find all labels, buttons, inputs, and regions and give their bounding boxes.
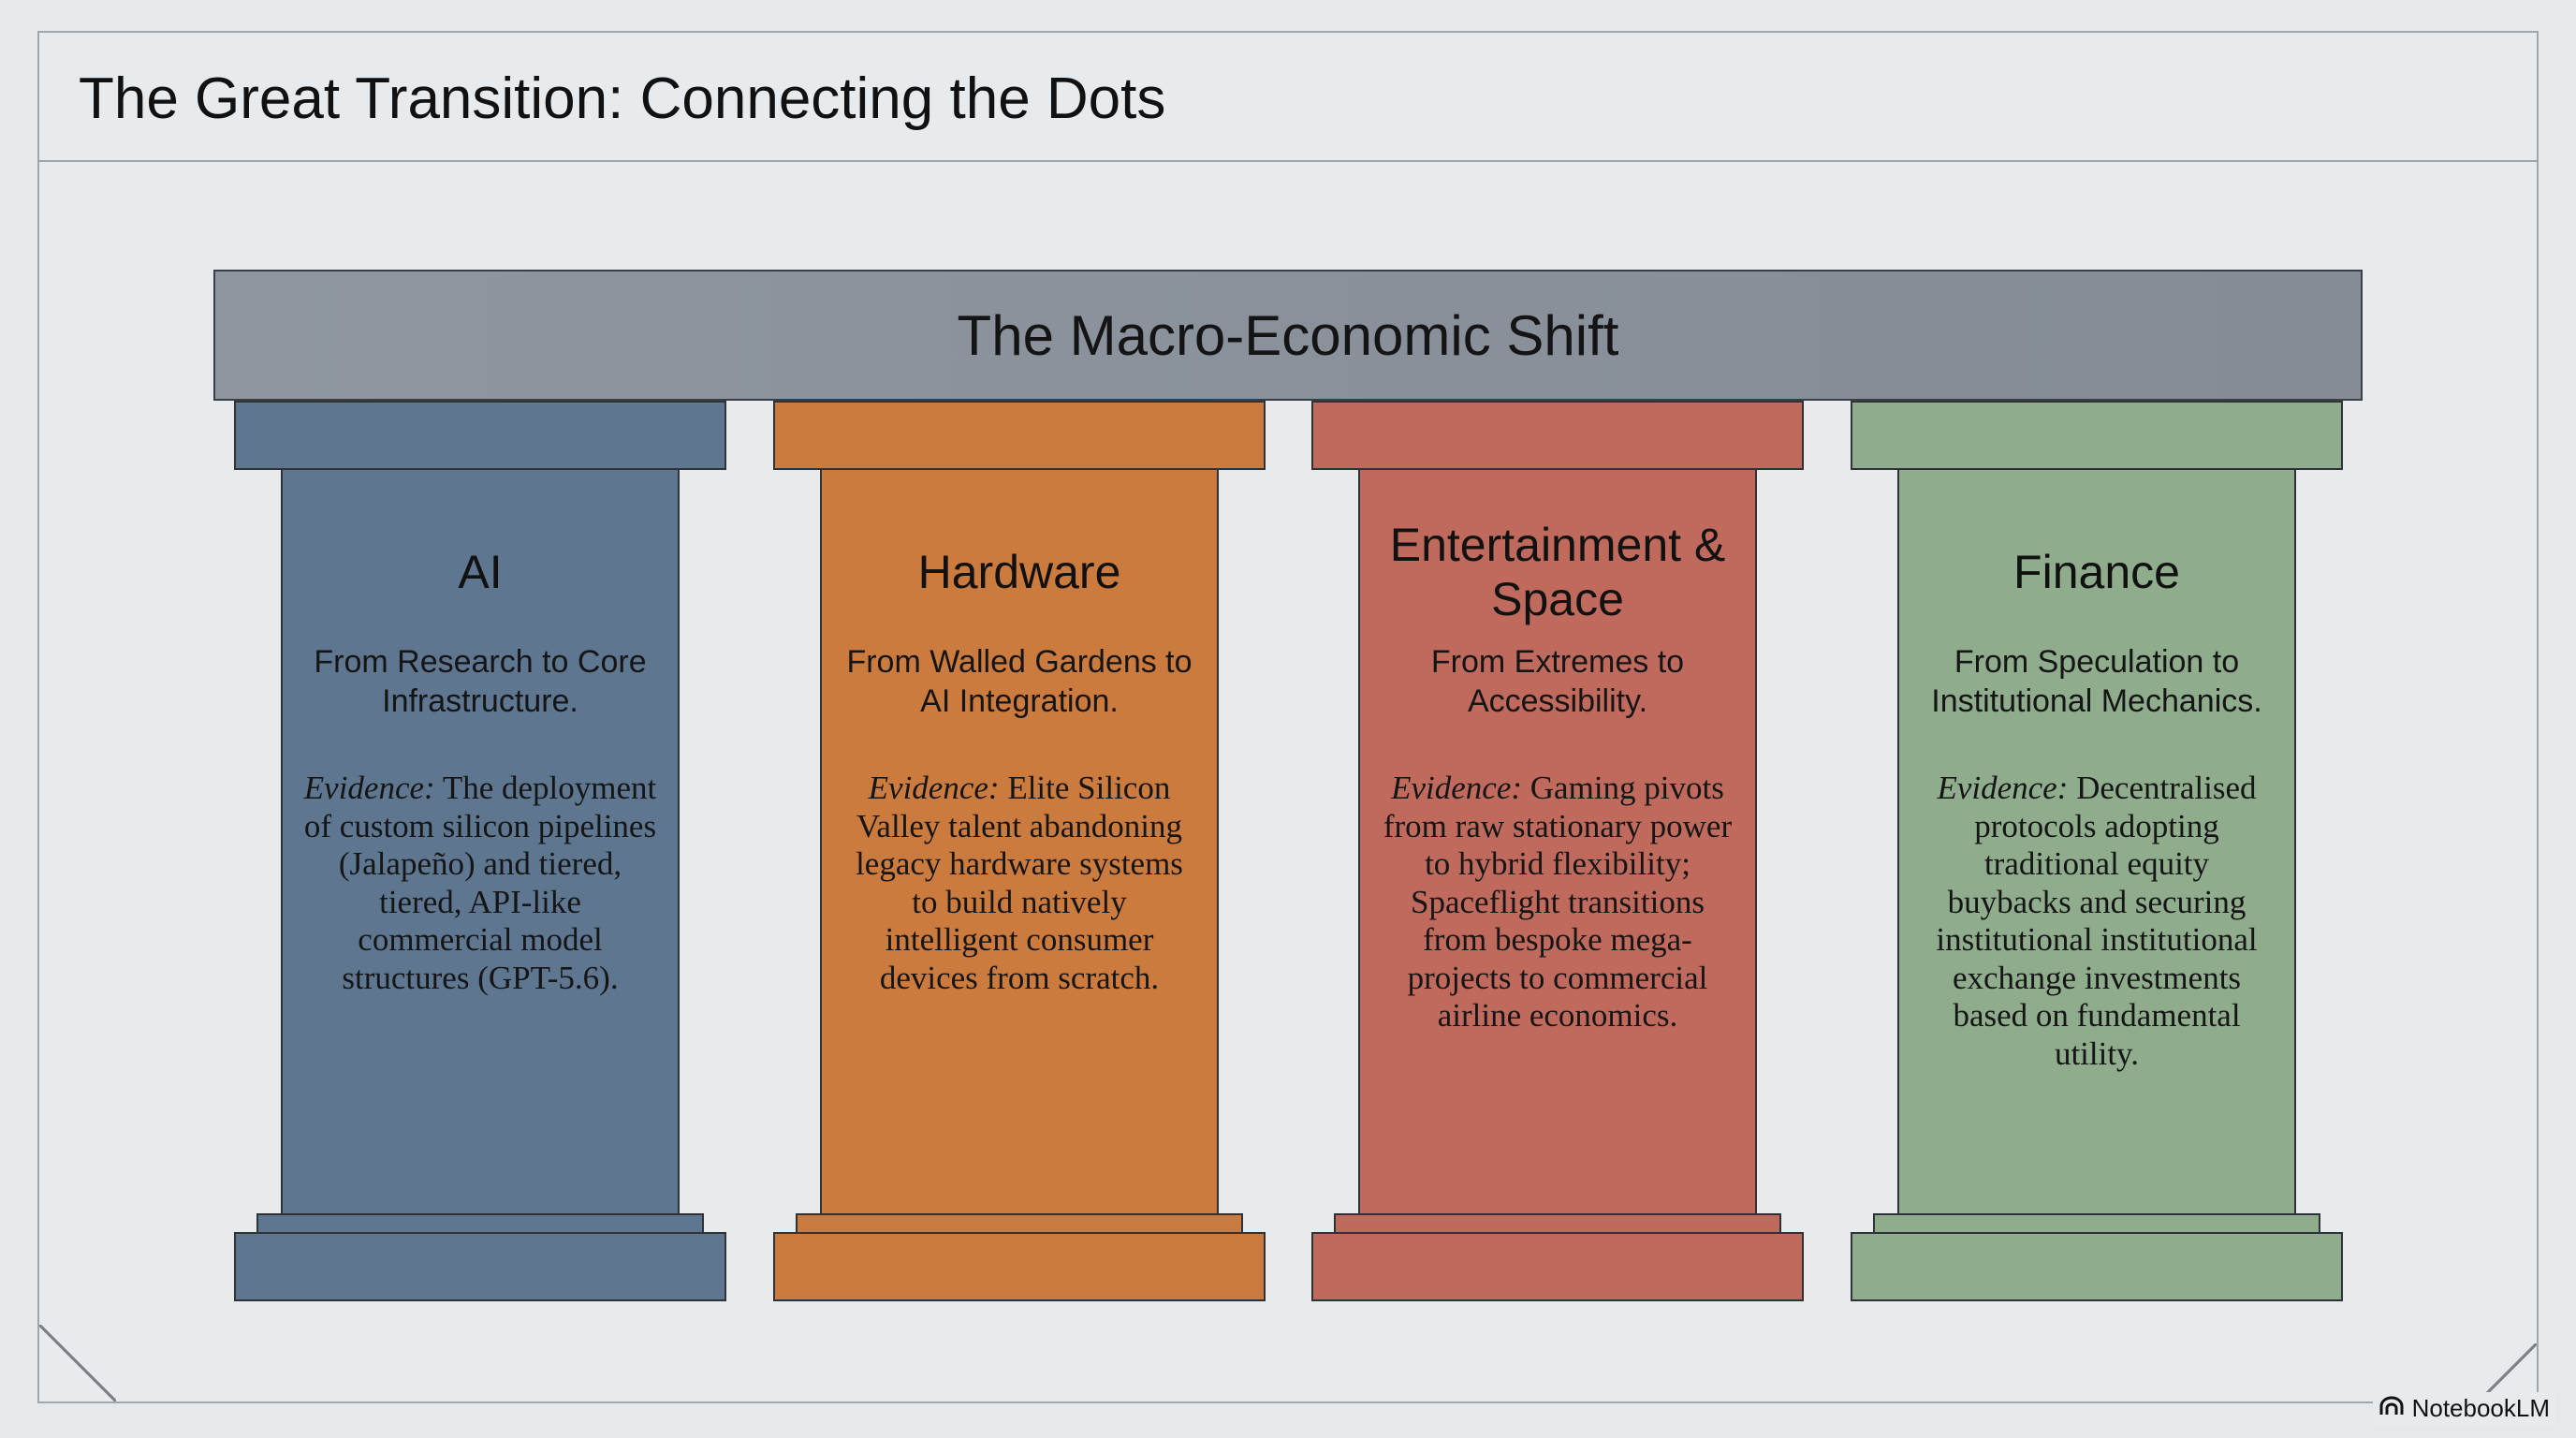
notebooklm-logo-icon [2378, 1394, 2405, 1423]
pillar-shaft: AI From Research to Core Infrastructure.… [281, 470, 680, 1215]
title-bar: The Great Transition: Connecting the Dot… [39, 33, 2537, 162]
pillar-base-step [1334, 1213, 1781, 1234]
pillar-capital [234, 401, 726, 470]
evidence-label: Evidence: [1391, 770, 1523, 806]
pillar-title: AI [458, 546, 503, 598]
corner-decoration-bottom-left [39, 1325, 116, 1401]
pillar-subtitle: From Extremes to Accessibility. [1430, 644, 1685, 719]
page-title: The Great Transition: Connecting the Dot… [79, 66, 1166, 131]
pillar-shaft: Entertainment & Space From Extremes to A… [1358, 470, 1757, 1215]
pillar-base [1851, 1232, 2343, 1301]
roof-beam: The Macro-Economic Shift [213, 270, 2363, 401]
pillar-hardware: Hardware From Walled Gardens to AI Integ… [773, 401, 1266, 1301]
pillar-evidence: Evidence: The deployment of custom silic… [302, 770, 658, 997]
evidence-text: Decentralised protocols adopting traditi… [1936, 770, 2258, 1072]
brand-label: NotebookLM [2411, 1394, 2550, 1422]
roof-title: The Macro-Economic Shift [957, 303, 1619, 367]
evidence-label: Evidence: [868, 770, 1000, 806]
pillar-evidence: Evidence: Decentralised protocols adopti… [1919, 770, 2275, 1073]
pillar-subtitle: From Speculation to Institutional Mechan… [1931, 644, 2262, 719]
pillar-evidence: Evidence: Gaming pivots from raw station… [1380, 770, 1735, 1035]
pillar-capital [1311, 401, 1804, 470]
pillar-base [1311, 1232, 1804, 1301]
pillar-shaft: Hardware From Walled Gardens to AI Integ… [820, 470, 1219, 1215]
evidence-label: Evidence: [303, 770, 435, 806]
pillar-base-step [796, 1213, 1243, 1234]
pillar-subtitle: From Research to Core Infrastructure. [314, 644, 647, 719]
evidence-text: Elite Silicon Valley talent abandoning l… [856, 770, 1183, 996]
pillar-base-step [1873, 1213, 2320, 1234]
evidence-label: Evidence: [1937, 770, 2069, 806]
evidence-text: The deployment of custom silicon pipelin… [303, 770, 657, 996]
pillar-base-step [256, 1213, 704, 1234]
pillar-ai: AI From Research to Core Infrastructure.… [234, 401, 726, 1301]
pillar-finance: Finance From Speculation to Institutiona… [1851, 401, 2343, 1301]
pillar-title: Hardware [917, 546, 1121, 598]
pillar-subtitle: From Walled Gardens to AI Integration. [846, 644, 1193, 719]
pillar-capital [773, 401, 1266, 470]
pillar-title: Entertainment & Space [1389, 519, 1726, 625]
pillar-title: Finance [2013, 546, 2180, 598]
pillar-capital [1851, 401, 2343, 470]
notebooklm-watermark: NotebookLM [2372, 1392, 2555, 1425]
pillar-shaft: Finance From Speculation to Institutiona… [1897, 470, 2296, 1215]
pillar-entertainment-space: Entertainment & Space From Extremes to A… [1311, 401, 1804, 1301]
pillar-evidence: Evidence: Elite Silicon Valley talent ab… [842, 770, 1197, 997]
pillar-base [234, 1232, 726, 1301]
pillar-base [773, 1232, 1266, 1301]
evidence-text: Gaming pivots from raw stationary power … [1383, 770, 1733, 1034]
corner-decoration-bottom-right [2479, 1343, 2537, 1401]
